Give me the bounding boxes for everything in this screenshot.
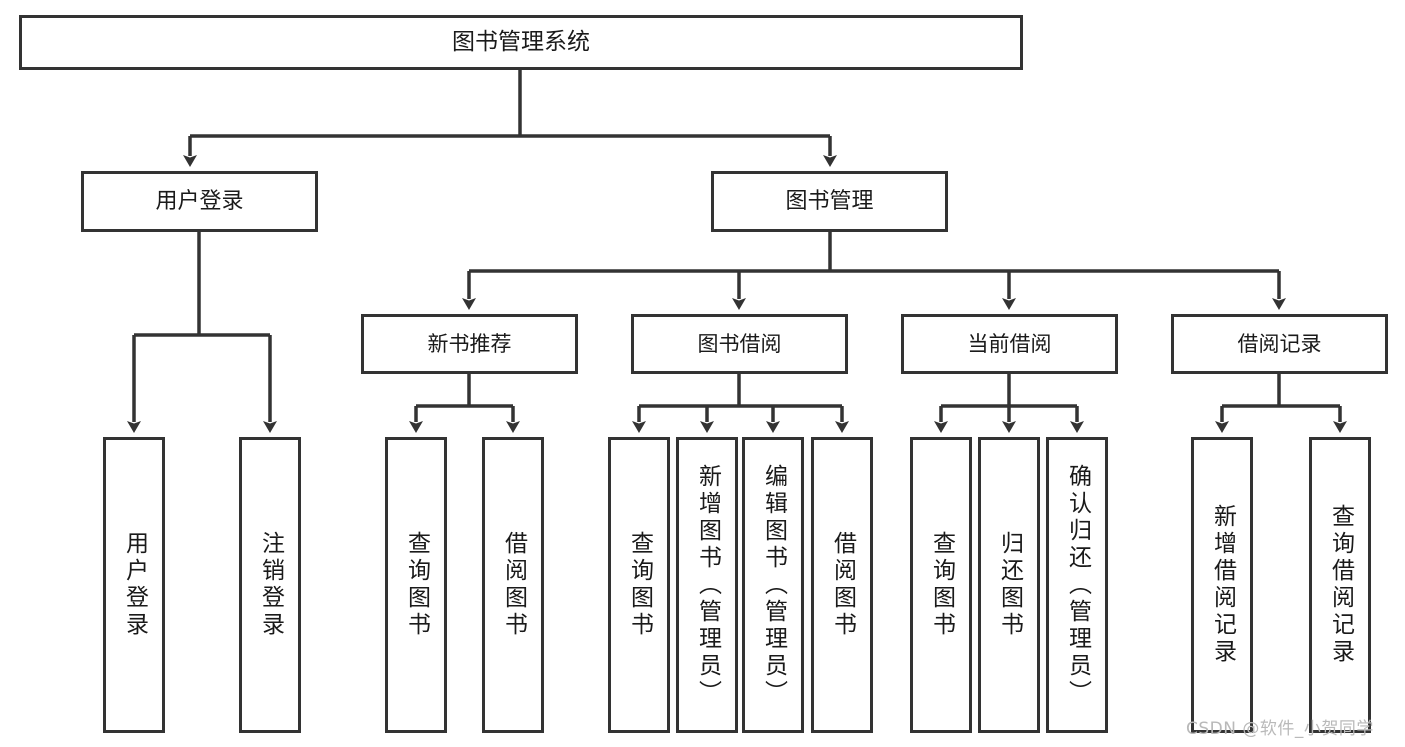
node-borrow-records[interactable]: 借阅记录 (1171, 314, 1388, 374)
leaf-query-borrow-record-label: 查询借阅记录 (1327, 504, 1354, 666)
node-new-book-recommend[interactable]: 新书推荐 (361, 314, 578, 374)
leaf-borrow-book-recommend[interactable]: 借阅图书 (482, 437, 544, 733)
node-new-book-recommend-label: 新书推荐 (427, 331, 512, 356)
leaf-add-book-admin[interactable]: 新增图书（管理员） (676, 437, 738, 733)
leaf-add-borrow-record-label: 新增借阅记录 (1209, 504, 1236, 666)
leaf-add-borrow-record[interactable]: 新增借阅记录 (1191, 437, 1253, 733)
leaf-query-book-recommend[interactable]: 查询图书 (385, 437, 447, 733)
leaf-query-book-current-label: 查询图书 (928, 531, 955, 639)
leaf-user-login-label: 用户登录 (121, 531, 148, 639)
leaf-query-book-borrow[interactable]: 查询图书 (608, 437, 670, 733)
csdn-watermark: CSDN @软件_小贺同学 (1186, 719, 1374, 739)
node-current-borrow-label: 当前借阅 (967, 331, 1052, 356)
leaf-borrow-book-label: 借阅图书 (829, 531, 856, 639)
leaf-query-borrow-record[interactable]: 查询借阅记录 (1309, 437, 1371, 733)
node-book-management[interactable]: 图书管理 (711, 171, 948, 232)
node-book-borrow-label: 图书借阅 (697, 331, 782, 356)
leaf-confirm-return-admin[interactable]: 确认归还（管理员） (1046, 437, 1108, 733)
leaf-query-book-recommend-label: 查询图书 (403, 531, 430, 639)
node-user-login[interactable]: 用户登录 (81, 171, 318, 232)
leaf-query-book-current[interactable]: 查询图书 (910, 437, 972, 733)
node-book-borrow[interactable]: 图书借阅 (631, 314, 848, 374)
leaf-logout-label: 注销登录 (257, 531, 284, 639)
leaf-confirm-return-admin-label: 确认归还（管理员） (1064, 463, 1091, 707)
leaf-borrow-book-recommend-label: 借阅图书 (500, 531, 527, 639)
node-current-borrow[interactable]: 当前借阅 (901, 314, 1118, 374)
node-book-management-label: 图书管理 (785, 188, 874, 214)
leaf-query-book-borrow-label: 查询图书 (626, 531, 653, 639)
node-root-label: 图书管理系统 (452, 29, 590, 56)
leaf-add-book-admin-label: 新增图书（管理员） (694, 463, 721, 707)
leaf-return-book-label: 归还图书 (996, 531, 1023, 639)
leaf-user-login[interactable]: 用户登录 (103, 437, 165, 733)
leaf-logout[interactable]: 注销登录 (239, 437, 301, 733)
node-root[interactable]: 图书管理系统 (19, 15, 1023, 70)
node-user-login-label: 用户登录 (155, 188, 244, 214)
leaf-edit-book-admin-label: 编辑图书（管理员） (760, 463, 787, 707)
leaf-edit-book-admin[interactable]: 编辑图书（管理员） (742, 437, 804, 733)
leaf-borrow-book[interactable]: 借阅图书 (811, 437, 873, 733)
node-borrow-records-label: 借阅记录 (1237, 331, 1322, 356)
leaf-return-book[interactable]: 归还图书 (978, 437, 1040, 733)
